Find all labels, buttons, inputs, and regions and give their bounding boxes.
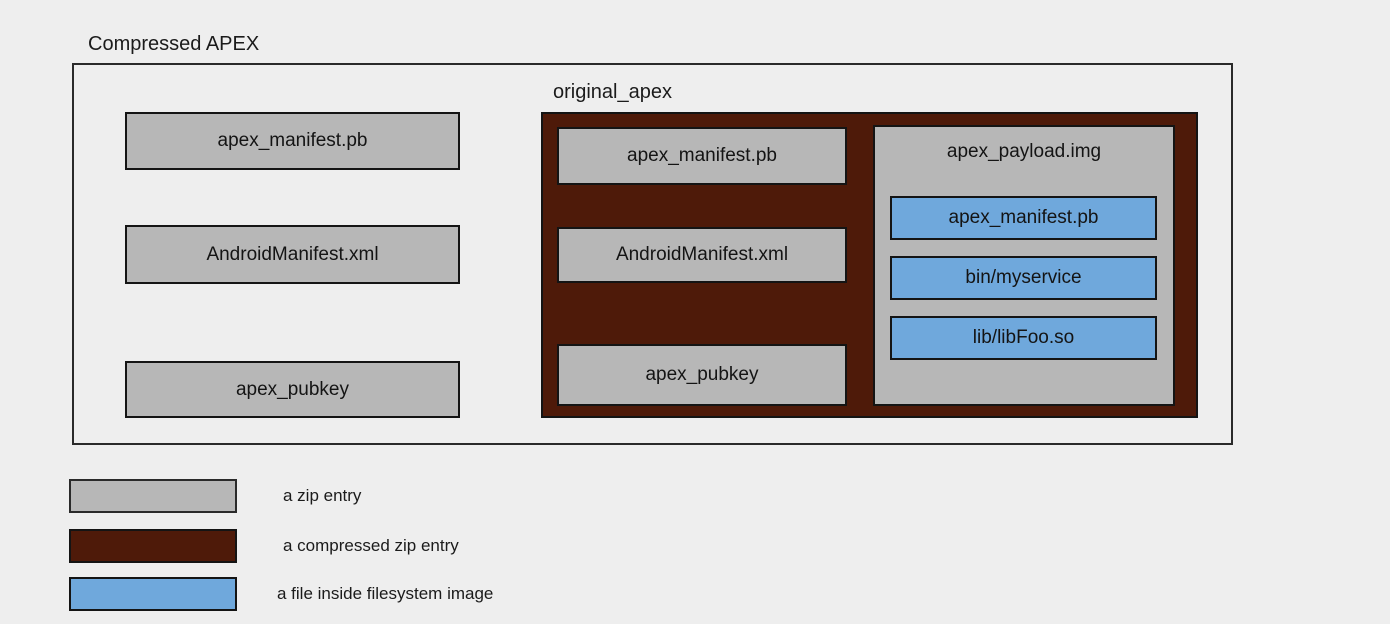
original-apex-compressed-entry: apex_manifest.pb AndroidManifest.xml ape… xyxy=(541,112,1198,418)
original-apex-label: original_apex xyxy=(553,81,672,103)
zip-entry-android-manifest: AndroidManifest.xml xyxy=(125,225,460,284)
legend-swatch-compressed-zip-entry xyxy=(69,529,237,563)
inner-zip-entry-apex-manifest: apex_manifest.pb xyxy=(557,127,847,185)
zip-entry-apex-manifest: apex_manifest.pb xyxy=(125,112,460,170)
compressed-apex-label: Compressed APEX xyxy=(88,33,260,55)
legend-swatch-zip-entry xyxy=(69,479,237,513)
apex-payload-image-label: apex_payload.img xyxy=(946,141,1102,162)
legend-label-compressed-zip-entry: a compressed zip entry xyxy=(283,536,459,555)
payload-file-bin-myservice: bin/myservice xyxy=(890,256,1157,300)
inner-zip-entry-apex-pubkey: apex_pubkey xyxy=(557,344,847,406)
legend-label-file-inside-image: a file inside filesystem image xyxy=(277,584,494,603)
inner-zip-entry-android-manifest: AndroidManifest.xml xyxy=(557,227,847,283)
compressed-apex-container: apex_manifest.pb AndroidManifest.xml ape… xyxy=(72,63,1233,445)
apex-payload-image-box: apex_payload.img apex_manifest.pb bin/my… xyxy=(873,125,1175,406)
payload-file-lib-libfoo: lib/libFoo.so xyxy=(890,316,1157,360)
legend-label-zip-entry: a zip entry xyxy=(283,486,362,505)
payload-file-apex-manifest: apex_manifest.pb xyxy=(890,196,1157,240)
zip-entry-apex-pubkey: apex_pubkey xyxy=(125,361,460,418)
legend-swatch-file-inside-image xyxy=(69,577,237,611)
